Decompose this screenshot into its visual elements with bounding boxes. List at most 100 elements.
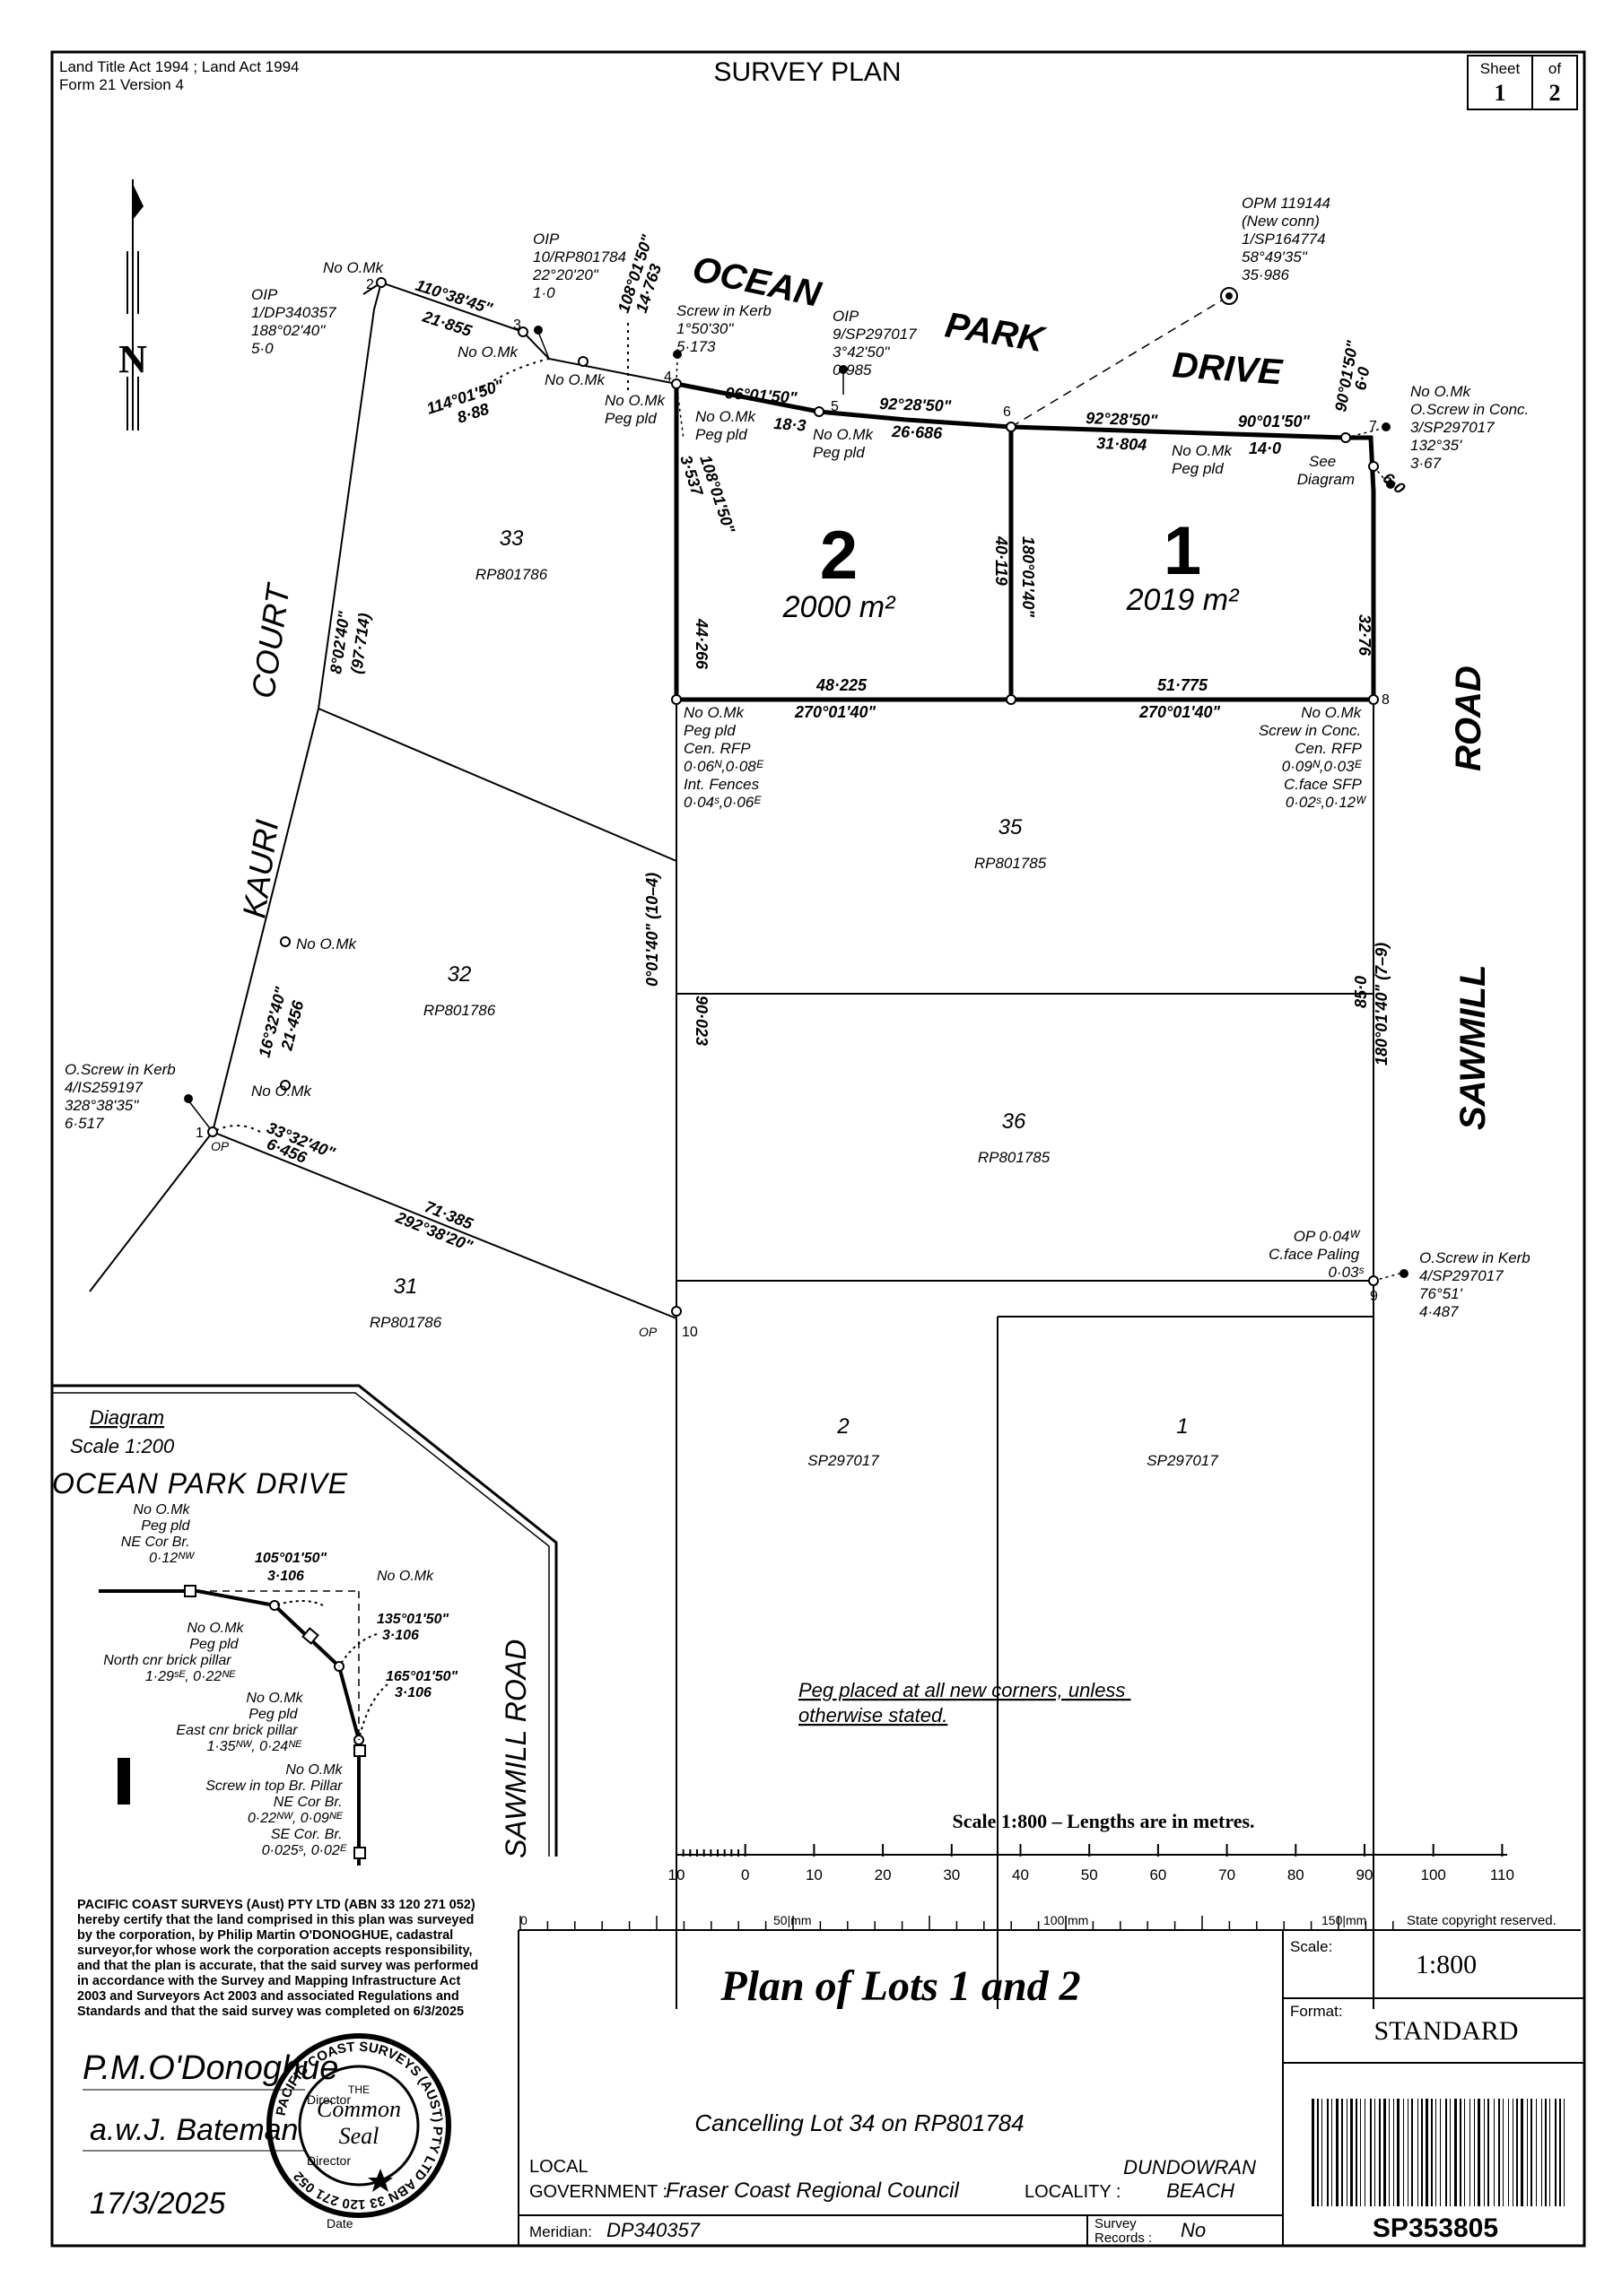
mm-50: 50|mm — [773, 1913, 812, 1927]
barcode-bar — [1397, 2099, 1400, 2206]
barcode-bar — [1527, 2099, 1528, 2206]
boundary-lines — [89, 281, 1376, 2009]
barcode-bar — [1549, 2099, 1550, 2206]
barcode-bar — [1469, 2099, 1470, 2206]
parcel-sp-2-label: SP297017 — [807, 1452, 879, 1469]
diagram-lot-1-glyph — [118, 1758, 130, 1805]
scale-value: 1:800 — [1416, 1950, 1477, 1979]
scale-tick-label: 40 — [1012, 1866, 1029, 1883]
of-label: of — [1548, 60, 1561, 77]
scale-tick-label: 60 — [1149, 1866, 1166, 1883]
parcel-33: 33 — [500, 526, 524, 551]
barcode-bar — [1450, 2099, 1451, 2206]
barcode-bar — [1431, 2099, 1433, 2206]
east-bearing: 180°01'40" (7–9) — [1373, 943, 1391, 1065]
barcode-bar — [1503, 2099, 1504, 2206]
diagram-annot-5: No O.Mk Screw in top Br. Pillar NE Cor B… — [205, 1762, 347, 1858]
diagram-annot-3: No O.Mk Peg pld North cnr brick pillar 1… — [103, 1621, 248, 1684]
lot-1-number: 1 — [1164, 513, 1201, 589]
barcode-bar — [1494, 2099, 1495, 2206]
barcode-bar — [1498, 2099, 1500, 2206]
station-9: 9 — [1370, 1289, 1378, 1304]
east-distance: 85·0 — [1352, 976, 1370, 1008]
format-value: STANDARD — [1374, 2016, 1519, 2046]
bearing-east: 90°01'50" — [1238, 413, 1311, 430]
barcode-bar — [1440, 2099, 1441, 2206]
scale-label: Scale: — [1290, 1938, 1332, 1955]
distance-7b: 6·0 — [1379, 469, 1408, 498]
scale-bar-label: Scale 1:800 – Lengths are in metres. — [952, 1810, 1254, 1832]
locality-1: DUNDOWRAN — [1123, 2156, 1256, 2179]
locality-label: LOCALITY : — [1025, 2182, 1121, 2202]
see-diagram: See Diagram — [1297, 453, 1355, 488]
lot-2-south-bearing: 270°01'40" — [794, 703, 876, 721]
diagram-bearing-1: 105°01'50" — [255, 1551, 327, 1566]
seal-director-1: Director — [307, 2092, 351, 2107]
lot-1-south: 51·775 — [1157, 676, 1208, 694]
scale-tick-label: 80 — [1287, 1866, 1304, 1883]
barcode-bar — [1327, 2099, 1329, 2206]
station-4: 4 — [664, 370, 672, 385]
scale-tick-label: 30 — [943, 1866, 960, 1883]
barcode-bar — [1426, 2099, 1428, 2206]
oip-dp340357: OIP 1/DP340357 188°02'40" 5·0 — [251, 286, 340, 357]
parcel-31: 31 — [394, 1274, 418, 1299]
station-1: 1 — [196, 1126, 204, 1141]
barcode-bar — [1383, 2099, 1386, 2206]
oscrew-kerb-station-9: O.Screw in Kerb 4/SP297017 76°51' 4·487 — [1419, 1249, 1535, 1320]
bearing-4s: 108°01'50" — [696, 453, 738, 535]
barcode-bar — [1331, 2099, 1332, 2206]
barcode-bar — [1379, 2099, 1381, 2206]
lot-1-area: 2019 m² — [1126, 583, 1240, 617]
west-distance: 90·023 — [693, 996, 711, 1046]
screw-in-kerb: Screw in Kerb 1°50'30" 5·173 — [676, 302, 776, 355]
barcode-bar — [1559, 2099, 1561, 2206]
barcode-bar — [1484, 2099, 1485, 2206]
parcel-36-rp: RP801785 — [978, 1149, 1051, 1166]
distance-5-6: 26·686 — [891, 422, 944, 442]
peg-note: Peg placed at all new corners, unless ot… — [798, 1679, 1131, 1726]
distance-east: 14·0 — [1249, 439, 1281, 457]
no-omk-lot-1: No O.Mk Peg pld — [1172, 442, 1236, 477]
parcel-35: 35 — [998, 815, 1023, 839]
barcode-bar — [1487, 2099, 1489, 2206]
scale-tick-label: 0 — [741, 1866, 749, 1883]
header-title: SURVEY PLAN — [714, 57, 902, 87]
barcode-bar — [1411, 2099, 1413, 2206]
barcode-bar — [1478, 2099, 1480, 2206]
title-block — [518, 1930, 1584, 2246]
barcode-bar — [1545, 2099, 1547, 2206]
mm-150: 150|mm — [1321, 1913, 1366, 1927]
oscrew-kerb-station-1: O.Screw in Kerb 4/IS259197 328°38'35" 6·… — [65, 1061, 180, 1132]
lot-mid-distance: 40·119 — [992, 535, 1010, 586]
meridian-value: DP340357 — [606, 2219, 701, 2241]
local-label: LOCAL — [529, 2157, 589, 2177]
lot-labels: 2 2000 m² 1 2019 m² — [782, 513, 1240, 624]
seal-director-2: Director — [307, 2153, 351, 2168]
barcode-bar — [1474, 2099, 1475, 2206]
barcode-bar — [1360, 2099, 1361, 2206]
station-2: 2 — [366, 277, 374, 292]
barcode-bar — [1374, 2099, 1375, 2206]
mm-scale: 0 50|mm 100|mm 150|mm State copyright re… — [519, 1913, 1581, 1931]
scale-bar: Scale 1:800 – Lengths are in metres. 10 0… — [668, 1810, 1514, 1883]
opm-119144: OPM 119144 (New conn) 1/SP164774 58°49'3… — [1242, 195, 1335, 283]
west-bearing: 0°01'40" (10–4) — [643, 873, 661, 987]
barcode-bar — [1508, 2099, 1509, 2206]
barcode-bar — [1350, 2099, 1353, 2206]
scale-tick-label: 50 — [1081, 1866, 1098, 1883]
signature-director: a.w.J. Bateman — [90, 2113, 298, 2147]
no-omk-station-2: No O.Mk — [323, 259, 385, 276]
seal-date: Date — [327, 2216, 353, 2231]
station-5: 5 — [831, 399, 839, 414]
street-names: OCEAN PARK DRIVE KAURI COURT SAWMILL ROA… — [235, 249, 1493, 1130]
parcel-35-rp: RP801785 — [974, 855, 1047, 872]
meridian-label: Meridian: — [529, 2223, 592, 2240]
station-op-10: OP — [639, 1325, 658, 1339]
street-park: PARK — [943, 305, 1050, 360]
oscrew-station-7: No O.Mk O.Screw in Conc. 3/SP297017 132°… — [1410, 383, 1533, 472]
no-omk-kauri-2: No O.Mk — [251, 1083, 313, 1100]
scale-tick-label: 10 — [806, 1866, 823, 1883]
scale-tick-label: 20 — [875, 1866, 892, 1883]
